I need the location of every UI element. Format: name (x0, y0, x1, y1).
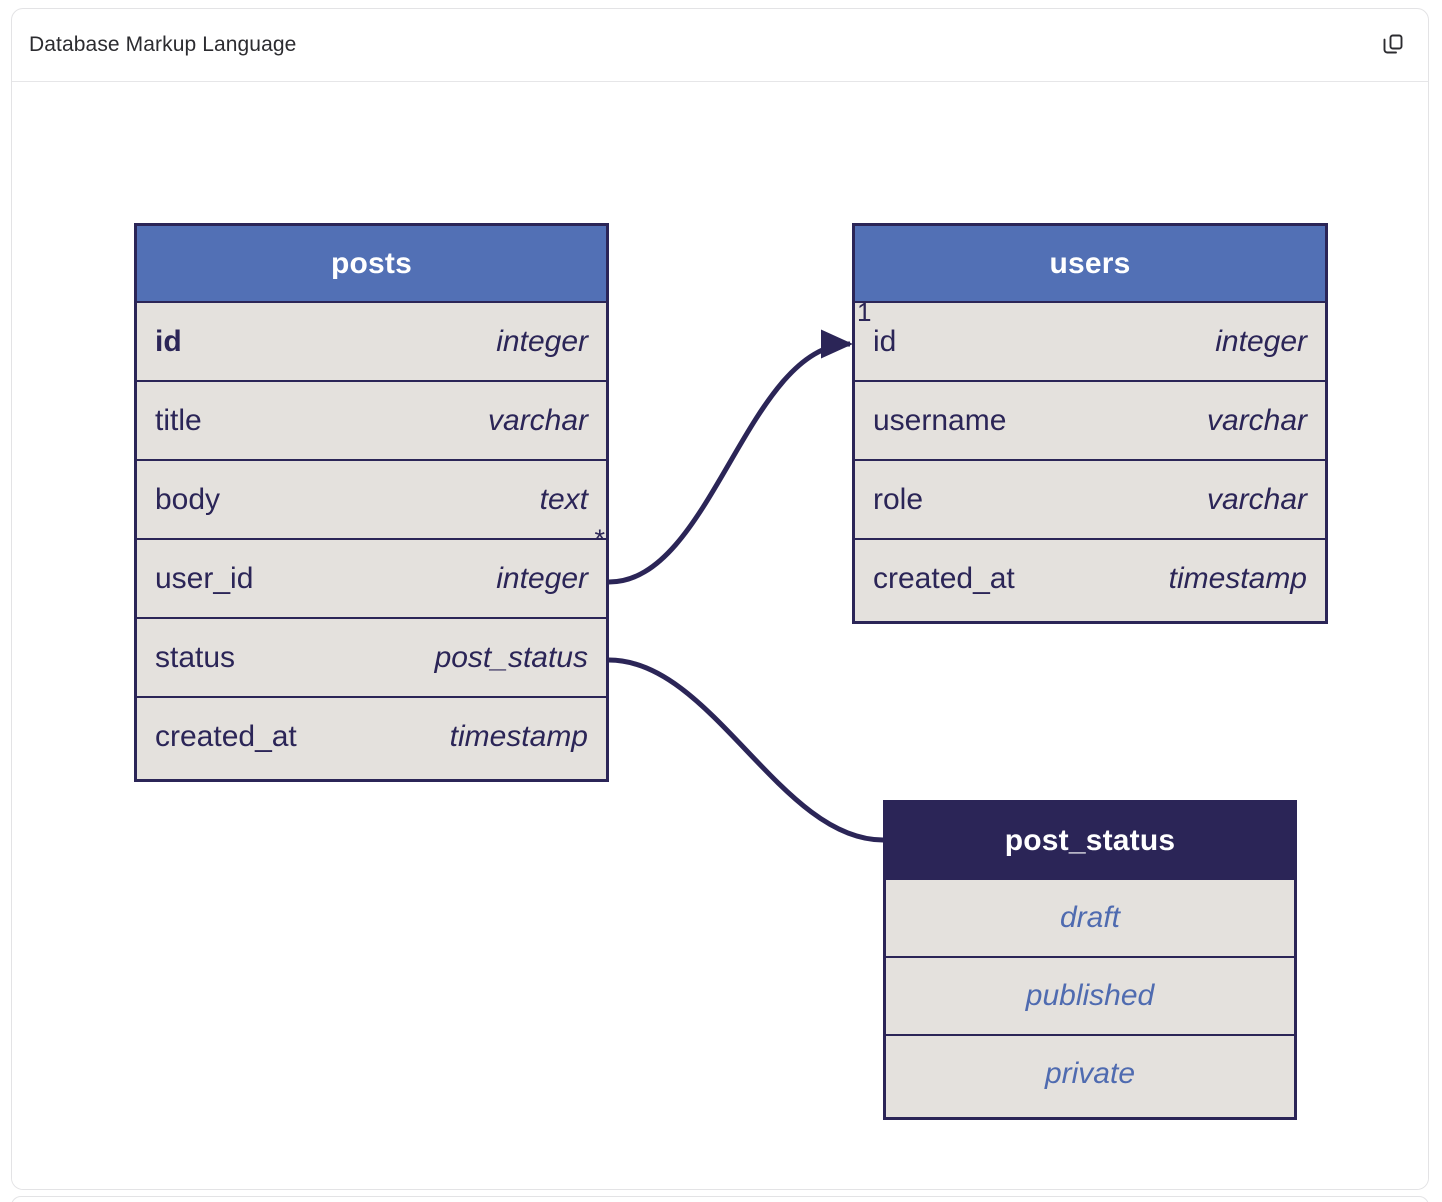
copy-button[interactable] (1376, 28, 1410, 62)
page-title: Database Markup Language (29, 33, 297, 56)
er-enum-value-private[interactable]: private (886, 1034, 1294, 1112)
field-name: title (155, 403, 202, 437)
er-enum-post-status[interactable]: post_status draft published private (883, 800, 1297, 1120)
next-card-edge (11, 1196, 1429, 1202)
field-name: created_at (873, 561, 1015, 595)
er-enum-value-published[interactable]: published (886, 956, 1294, 1034)
er-field-posts-status[interactable]: status post_status (137, 617, 606, 696)
er-table-header-posts: posts (137, 226, 606, 301)
field-type: text (539, 482, 588, 516)
field-name: status (155, 640, 236, 674)
cardinality-many-marker: * (594, 524, 605, 554)
field-type: timestamp (1168, 561, 1307, 595)
er-table-posts[interactable]: posts id integer title varchar body text… (134, 223, 609, 782)
edge-posts-poststatus (608, 657, 884, 843)
field-type: integer (496, 561, 588, 595)
enum-value: private (1044, 1057, 1136, 1090)
field-name: id (155, 324, 182, 358)
er-field-posts-id[interactable]: id integer (137, 301, 606, 380)
field-name: user_id (155, 561, 254, 595)
edge-posts-users (608, 329, 853, 585)
field-name: role (873, 482, 924, 516)
er-field-posts-body[interactable]: body text (137, 459, 606, 538)
field-type: integer (496, 324, 588, 358)
er-enum-header-post-status: post_status (886, 803, 1294, 878)
cardinality-one-marker: 1 (857, 297, 872, 327)
diagram-canvas: posts id integer title varchar body text… (12, 82, 1428, 1189)
card-header: Database Markup Language (12, 9, 1428, 82)
er-field-users-id[interactable]: 1 id integer (855, 297, 1325, 380)
er-field-posts-title[interactable]: title varchar (137, 380, 606, 459)
database-markup-card: Database Markup Language (11, 8, 1429, 1190)
copy-icon (1381, 32, 1405, 59)
field-type: integer (1215, 324, 1307, 358)
er-field-posts-user-id[interactable]: user_id integer * (137, 526, 606, 617)
field-name: body (155, 482, 221, 516)
er-field-users-username[interactable]: username varchar (855, 380, 1325, 459)
field-type: varchar (487, 403, 588, 437)
er-field-posts-created-at[interactable]: created_at timestamp (137, 696, 606, 775)
er-enum-value-draft[interactable]: draft (886, 878, 1294, 956)
field-type: varchar (1206, 482, 1307, 516)
field-name: id (873, 324, 897, 358)
field-name: username (873, 403, 1007, 437)
field-type: timestamp (449, 719, 588, 753)
field-name: created_at (155, 719, 297, 753)
enum-value: draft (1059, 901, 1121, 934)
field-type: post_status (434, 640, 588, 674)
er-field-users-role[interactable]: role varchar (855, 459, 1325, 538)
er-table-users[interactable]: users 1 id integer username varchar role… (852, 223, 1328, 624)
field-type: varchar (1206, 403, 1307, 437)
er-table-header-users: users (855, 226, 1325, 301)
er-field-users-created-at[interactable]: created_at timestamp (855, 538, 1325, 617)
enum-value: published (1025, 979, 1155, 1012)
